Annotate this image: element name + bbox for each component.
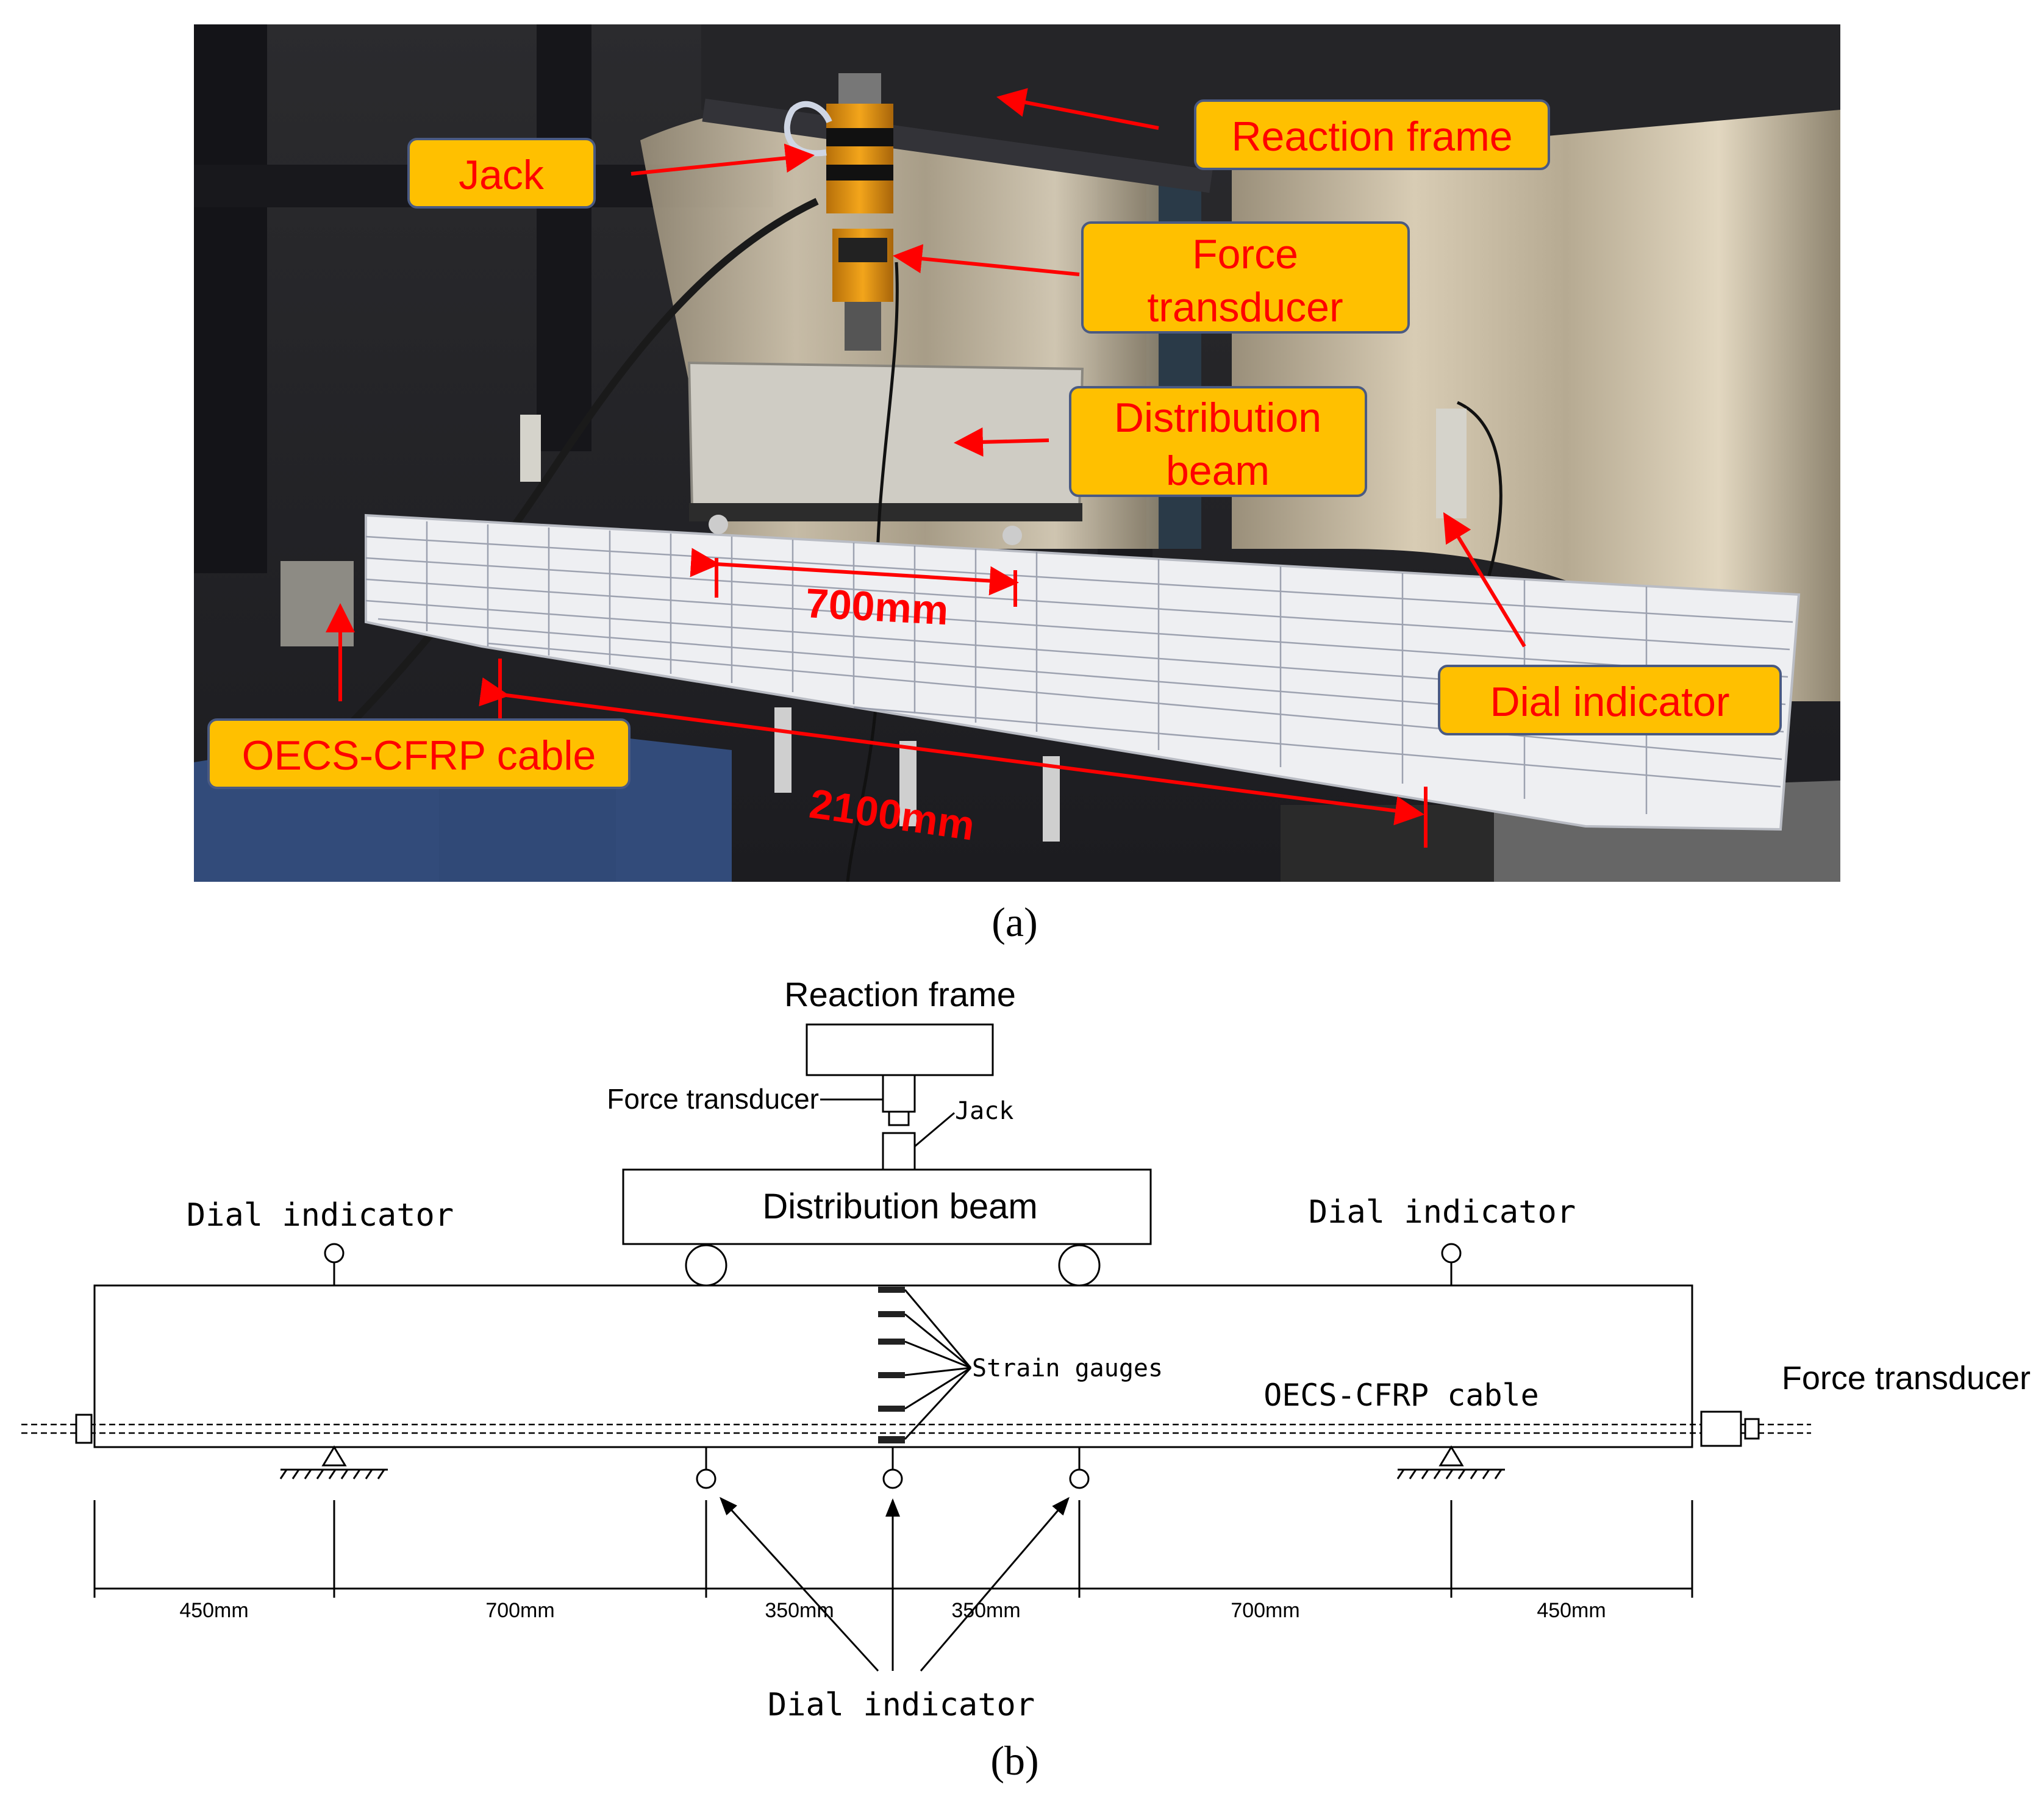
schematic-force-transducer-right (1700, 1410, 1742, 1447)
callout-reaction-frame-label: Reaction frame (1231, 113, 1512, 160)
schematic-jack-leader (914, 1112, 955, 1148)
cable-dial (1456, 401, 1503, 580)
schematic-roller-right (1058, 1244, 1101, 1287)
schematic-label-distribution-beam: Distribution beam (762, 1187, 1037, 1226)
schematic-label-jack: Jack (955, 1097, 1013, 1125)
callout-oecs-cfrp-cable-label: OECS-CFRP cable (242, 732, 596, 779)
schematic-panel: Reaction frame Force transducer Jack Dis… (21, 975, 2031, 1723)
dim-label-1: 450mm (179, 1599, 248, 1622)
frame-column-left (194, 24, 267, 573)
schematic-force-transducer (882, 1074, 916, 1113)
schematic-label-reaction-frame: Reaction frame (784, 975, 1016, 1014)
schematic-strain-gauges (878, 1287, 972, 1443)
schematic-support-left (279, 1445, 388, 1479)
callout-dial-indicator-label: Dial indicator (1490, 679, 1729, 725)
schematic-label-dial-indicator-bottom: Dial indicator (768, 1687, 1035, 1723)
callout-jack-label: Jack (459, 152, 545, 198)
schematic-distribution-beam (622, 1168, 1152, 1245)
dial-indicator-photo-left (520, 415, 541, 482)
cable-long (290, 198, 819, 784)
dim-label-5: 700mm (1231, 1599, 1299, 1622)
schematic-jack (882, 1132, 916, 1171)
callout-jack: Jack (407, 138, 596, 209)
distribution-beam-flange-bottom (689, 503, 1082, 521)
force-transducer-ring (838, 238, 887, 262)
callout-force-transducer: Force transducer (1081, 221, 1410, 334)
lvdt-under-1 (774, 707, 792, 793)
callout-dial-indicator: Dial indicator (1438, 665, 1782, 735)
schematic-anchor-left (75, 1414, 93, 1444)
callout-reaction-frame: Reaction frame (1194, 99, 1550, 170)
callout-force-transducer-label-2: transducer (1147, 284, 1343, 331)
schematic-reaction-frame (806, 1023, 994, 1076)
dim-label-6: 450mm (1537, 1599, 1606, 1622)
caption-b: (b) (990, 1737, 1038, 1784)
schematic-label-dial-indicator-left: Dial indicator (187, 1197, 454, 1234)
dial-indicator-photo-right (1436, 409, 1467, 518)
schematic-dial-indicator-top-right (1441, 1243, 1462, 1264)
schematic-support-right (1396, 1445, 1505, 1479)
schematic-label-oecs-cfrp-cable: OECS-CFRP cable (1263, 1378, 1539, 1413)
caption-a: (a) (992, 899, 1037, 945)
jack-body (826, 104, 893, 213)
roller-left-photo (709, 515, 728, 534)
lvdt-under-3 (1043, 756, 1060, 842)
callout-distribution-beam-label-1: Distribution (1114, 395, 1321, 441)
schematic-label-strain-gauges: Strain gauges (972, 1354, 1163, 1382)
schematic-anchor-right (1744, 1418, 1760, 1440)
photo-annotation-arrows (326, 88, 1526, 848)
callout-force-transducer-label-1: Force (1192, 231, 1298, 277)
load-rod (845, 302, 881, 351)
schematic-bottom-dial-indicators (696, 1447, 1090, 1672)
callout-distribution-beam-label-2: beam (1166, 448, 1270, 494)
dim-label-2: 700mm (485, 1599, 554, 1622)
schematic-dial-indicator-top-left (324, 1243, 345, 1264)
roller-right-photo (1002, 526, 1022, 545)
callout-oecs-cfrp-cable: OECS-CFRP cable (207, 718, 631, 789)
dim-label-4: 350mm (951, 1599, 1020, 1622)
schematic-roller-left (685, 1244, 727, 1287)
schematic-main-beam (93, 1284, 1693, 1448)
frame-column-mid (537, 24, 591, 451)
schematic-label-dial-indicator-right: Dial indicator (1309, 1194, 1576, 1231)
callout-distribution-beam: Distribution beam (1069, 386, 1367, 497)
end-anchor-photo (281, 561, 354, 646)
schematic-label-force-transducer-right: Force transducer (1782, 1360, 2031, 1396)
reaction-frame-beam (701, 24, 1840, 171)
dim-label-700mm-photo: 700mm (804, 580, 949, 634)
schematic-dimension-line (93, 1500, 1693, 1598)
schematic-transducer-neck (888, 1110, 910, 1126)
dim-label-3: 350mm (765, 1599, 834, 1622)
schematic-label-force-transducer-top: Force transducer (607, 1083, 819, 1115)
curtain-right (1232, 32, 1840, 701)
jack-band-2 (826, 165, 893, 181)
jack-band-1 (826, 128, 893, 146)
